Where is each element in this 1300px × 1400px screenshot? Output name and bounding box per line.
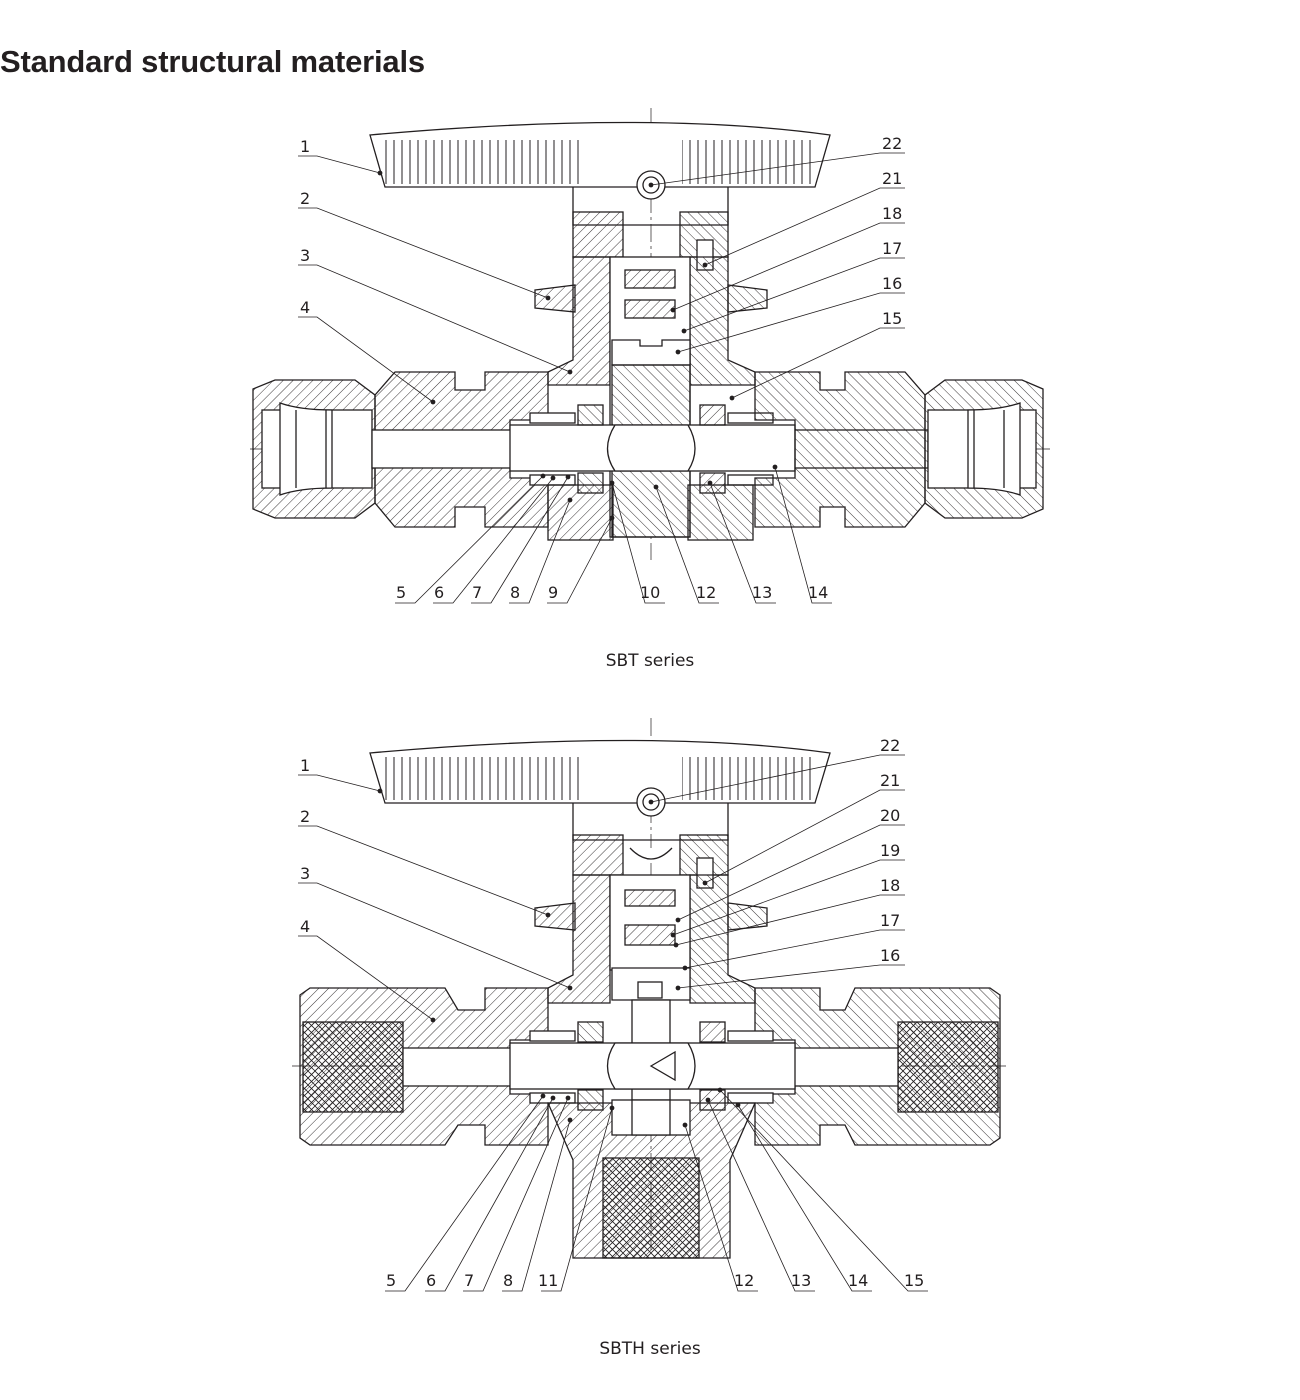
callout-label: 16 (882, 274, 902, 293)
callout-label: 15 (882, 309, 902, 328)
callout-label: 18 (882, 204, 902, 223)
callout-label: 5 (396, 583, 406, 602)
callout-label: 21 (880, 771, 900, 790)
callout-label: 18 (880, 876, 900, 895)
sbt-caption: SBT series (605, 651, 695, 671)
panel-nut (534, 902, 576, 931)
callout-label: 17 (882, 239, 902, 258)
callout-label: 12 (696, 583, 716, 602)
callout-label: 2 (300, 189, 310, 208)
callout-label: 7 (464, 1271, 474, 1290)
callout-label: 22 (882, 134, 902, 153)
callout-label: 19 (880, 841, 900, 860)
callout-label: 12 (734, 1271, 754, 1290)
panel-nut (534, 284, 576, 313)
callout-label: 14 (808, 583, 828, 602)
callout-label: 13 (752, 583, 772, 602)
callout-label: 20 (880, 806, 900, 825)
stem (609, 874, 691, 971)
callout-label: 3 (300, 246, 310, 265)
right-body (754, 371, 926, 528)
callout-label: 2 (300, 807, 310, 826)
callout-label: 1 (300, 756, 310, 775)
callout-label: 9 (548, 583, 558, 602)
callout-label: 8 (503, 1271, 513, 1290)
sbth-valve-diagram: 1 2 3 4 22 21 20 19 18 17 16 5 6 7 8 11 … (292, 718, 1008, 1292)
callout-label: 16 (880, 946, 900, 965)
callout-label: 6 (434, 583, 444, 602)
callout-label: 13 (791, 1271, 811, 1290)
callout-label: 15 (904, 1271, 924, 1290)
callout-label: 4 (300, 917, 310, 936)
callout-label: 11 (538, 1271, 558, 1290)
callout-label: 10 (640, 583, 660, 602)
callout-label: 21 (882, 169, 902, 188)
sbt-valve-diagram: 1 2 3 4 22 21 18 17 16 15 5 6 7 8 9 10 1… (250, 108, 1050, 604)
callout-label: 22 (880, 736, 900, 755)
callout-label: 1 (300, 137, 310, 156)
bonnet (547, 874, 611, 1004)
callout-label: 4 (300, 298, 310, 317)
callout-label: 14 (848, 1271, 868, 1290)
callout-label: 7 (472, 583, 482, 602)
callout-label: 17 (880, 911, 900, 930)
callout-label: 8 (510, 583, 520, 602)
callout-label: 3 (300, 864, 310, 883)
bonnet (547, 256, 611, 386)
page-title: Standard structural materials (0, 44, 425, 79)
callout-label: 6 (426, 1271, 436, 1290)
sbth-caption: SBTH series (599, 1339, 701, 1359)
callout-label: 5 (386, 1271, 396, 1290)
